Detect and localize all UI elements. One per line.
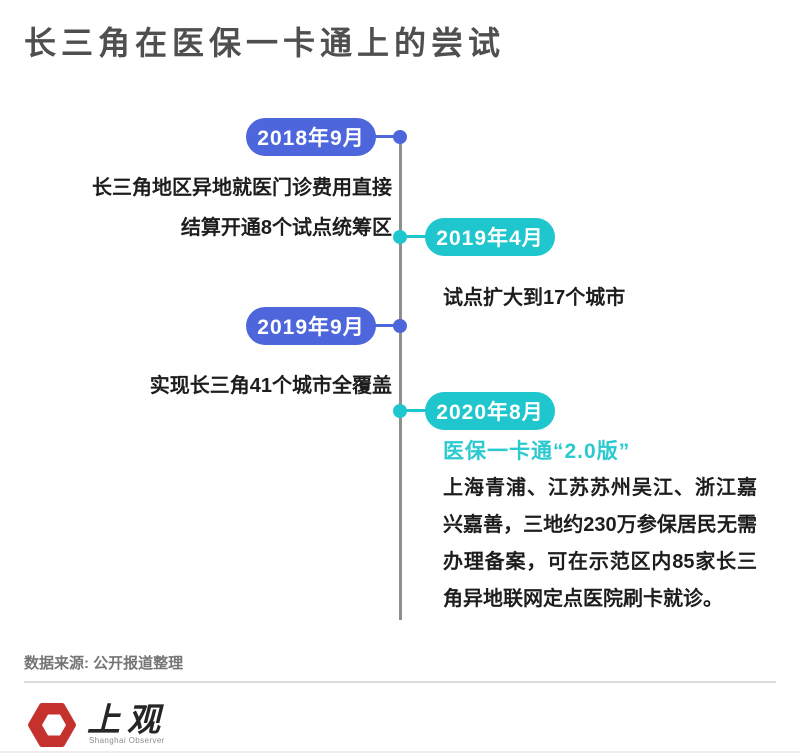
timeline-axis	[399, 137, 402, 620]
timeline-connector	[405, 409, 427, 412]
logo-hexagon-icon	[28, 703, 76, 747]
logo-text: 上观	[87, 700, 167, 739]
event-description-2018-09: 长三角地区异地就医门诊费用直接 结算开通8个试点统筹区	[92, 177, 392, 239]
timeline-pill-2019-09: 2019年9月	[246, 307, 376, 345]
page-title: 长三角在医保一卡通上的尝试	[24, 25, 506, 61]
timeline-pill-2019-04: 2019年4月	[425, 218, 555, 256]
shanghai-observer-logo: 上观 Shanghai Observer	[27, 699, 257, 749]
data-source-note: 数据来源: 公开报道整理	[24, 655, 184, 672]
timeline-dot	[393, 130, 407, 144]
timeline-connector	[374, 324, 396, 327]
event-description-2019-09: 实现长三角41个城市全覆盖	[149, 375, 392, 397]
timeline-dot	[393, 404, 407, 418]
timeline-pill-2020-08: 2020年8月	[425, 392, 555, 430]
event-subtitle-2020-08: 医保一卡通“2.0版”	[443, 440, 631, 463]
event-description-2020-08: 上海青浦、江苏苏州吴江、浙江嘉兴嘉善，三地约230万参保居民无需办理备案，可在示…	[443, 477, 757, 610]
timeline-connector	[374, 135, 396, 138]
timeline-dot	[393, 319, 407, 333]
timeline-pill-2018-09: 2018年9月	[246, 118, 376, 156]
bottom-rule	[0, 751, 800, 753]
timeline-connector	[405, 235, 427, 238]
event-description-2019-04: 试点扩大到17个城市	[443, 287, 626, 309]
footer-divider	[24, 681, 776, 683]
logo-subtext: Shanghai Observer	[89, 736, 165, 745]
timeline-dot	[393, 230, 407, 244]
